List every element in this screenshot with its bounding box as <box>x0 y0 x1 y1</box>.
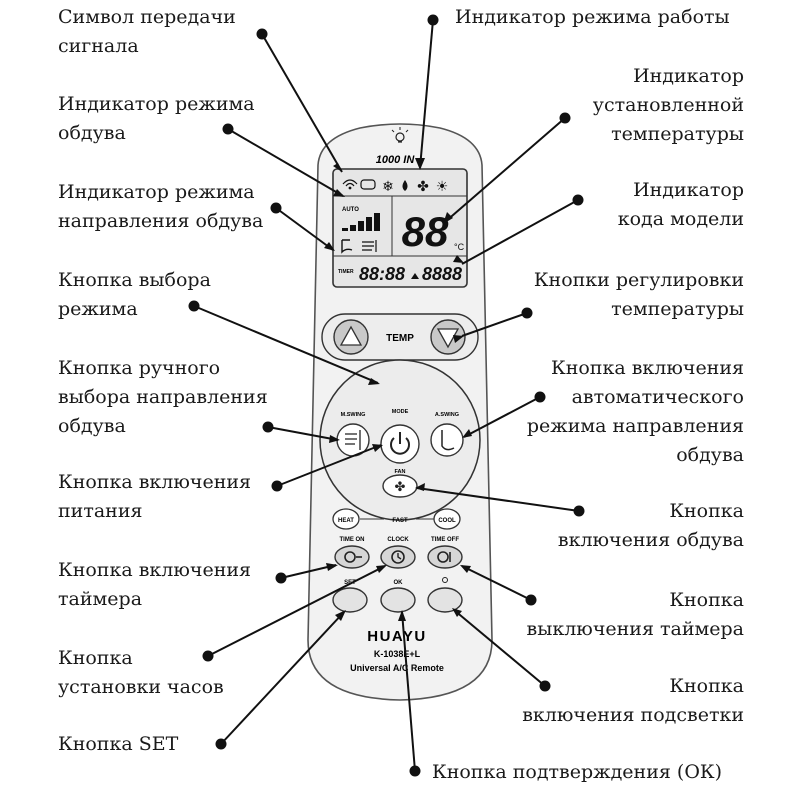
light-button[interactable] <box>427 587 463 613</box>
cool-label: COOL <box>438 518 456 524</box>
callout-ok-button: Кнопка подтверждения (ОК) <box>432 761 723 783</box>
lcd-auto-label: AUTO <box>342 207 359 213</box>
model-number: K-1038E+L <box>374 649 421 659</box>
set-button[interactable] <box>332 587 368 613</box>
tagline: Universal A/C Remote <box>350 663 444 673</box>
temp-label: TEMP <box>386 333 414 344</box>
leader-set-temp <box>444 117 566 223</box>
mswing-label: M.SWING <box>341 412 366 418</box>
ok-label: OK <box>394 580 404 586</box>
leader-signal <box>261 33 343 173</box>
lcd-swing-manual-icon <box>362 240 377 252</box>
leader-swing <box>275 207 334 251</box>
leader-light <box>453 609 546 687</box>
leader-lines <box>193 19 580 772</box>
leader-temp-buttons <box>461 312 528 337</box>
lcd-time-digits: 88:88 <box>359 264 405 284</box>
leader-timer-on <box>280 564 337 579</box>
leader-manual-swing <box>267 426 339 441</box>
light-small-icon <box>442 577 448 583</box>
lcd-fan-mode-icon: ✤ <box>417 178 429 194</box>
timer-off-icon <box>437 551 449 563</box>
lcd-temp-digits: 88 <box>402 208 449 255</box>
lcd-heat-mode-icon: ☀ <box>436 178 449 194</box>
timer-off-button[interactable] <box>427 545 463 569</box>
temp-up-button[interactable] <box>333 319 369 355</box>
ok-button[interactable] <box>380 587 416 613</box>
auto-swing-icon <box>441 430 455 451</box>
leader-arrowheads <box>324 158 472 621</box>
leader-power <box>276 444 382 487</box>
fan-button[interactable]: ✤ <box>382 474 418 498</box>
lcd-cool-mode-icon: ❄ <box>382 178 394 194</box>
leader-clock <box>207 565 386 657</box>
fan-icon: ✤ <box>395 479 406 494</box>
leader-auto-swing <box>463 396 541 438</box>
heat-label: HEAT <box>338 518 354 524</box>
leader-dots <box>188 14 585 777</box>
leader-fan-mode <box>227 128 344 197</box>
callout-set-button: Кнопка SET <box>58 733 179 755</box>
leader-model-code <box>461 199 579 265</box>
auto-swing-button[interactable] <box>430 423 464 457</box>
lcd-dry-mode-icon <box>402 180 408 191</box>
time-off-label: TIME OFF <box>431 537 459 543</box>
mode-label: MODE <box>392 409 409 415</box>
lcd-swing-auto-icon <box>341 239 353 254</box>
light-bulb-icon <box>391 127 409 143</box>
clock-button[interactable] <box>380 545 416 569</box>
lcd-fan-speed-bars <box>342 213 380 231</box>
triangle-down-icon <box>436 328 460 349</box>
callout-mode-indicator: Индикатор режима работы <box>455 6 730 28</box>
clock-icon <box>391 550 405 564</box>
lcd-screen <box>332 168 468 288</box>
manual-swing-icon <box>345 430 361 450</box>
fast-label: FAST <box>392 518 408 524</box>
leader-mode-button <box>193 305 379 384</box>
power-button[interactable] <box>380 424 420 464</box>
temp-down-button[interactable] <box>430 319 466 355</box>
lcd-temp-unit: °C <box>454 242 465 252</box>
lcd-signal-icon <box>342 179 358 190</box>
lcd-code-marker-icon <box>411 273 419 279</box>
leader-fan <box>416 487 580 512</box>
leader-set <box>220 611 345 745</box>
remote-model-top: 1000 IN <box>376 154 416 166</box>
lcd-auto-mode-icon <box>360 179 376 190</box>
leader-mode-indicator <box>419 19 434 169</box>
timer-on-button[interactable] <box>334 545 370 569</box>
fan-label: FAN <box>395 469 406 475</box>
triangle-up-icon <box>339 325 363 346</box>
brand-name: HUAYU <box>367 628 426 645</box>
lcd-timer-label: TIMER <box>338 269 354 275</box>
leader-ok <box>401 611 416 772</box>
lcd-code-digits: 8888 <box>422 264 462 284</box>
leader-timer-off <box>461 565 532 601</box>
time-on-label: TIME ON <box>340 537 365 543</box>
timer-on-icon <box>344 551 356 563</box>
aswing-label: A.SWING <box>435 412 459 418</box>
power-icon <box>390 437 410 455</box>
clock-label: CLOCK <box>387 537 409 543</box>
cool-button[interactable]: COOL <box>433 508 461 530</box>
heat-button[interactable]: HEAT <box>332 508 360 530</box>
